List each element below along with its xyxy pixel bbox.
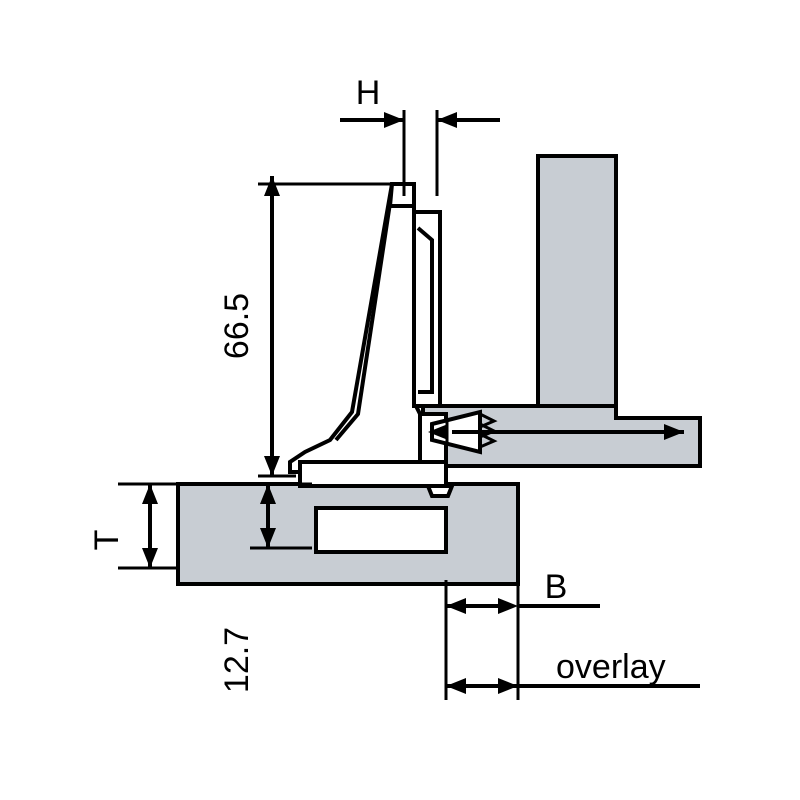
dimension-66-5 [258, 176, 392, 478]
label-t: T [88, 530, 126, 551]
cabinet-side-panel [536, 154, 618, 420]
dimension-lines [118, 110, 700, 700]
label-h: H [356, 74, 381, 112]
dimension-t [118, 482, 178, 570]
dimension-b [444, 580, 600, 660]
dimension-12-7 [250, 482, 312, 550]
dimension-h [340, 110, 500, 196]
diagram-parts [176, 154, 702, 586]
label-b: B [545, 568, 568, 606]
hinge-cup-arm [288, 182, 455, 498]
door-panel [176, 482, 520, 586]
label-12-7: 12.7 [218, 627, 256, 693]
screw [428, 409, 684, 455]
label-overlay: overlay [556, 648, 666, 686]
dimension-overlay [444, 660, 700, 700]
dimension-labels: H 66.5 T 12.7 B overlay [88, 74, 666, 693]
label-66-5: 66.5 [218, 293, 256, 359]
